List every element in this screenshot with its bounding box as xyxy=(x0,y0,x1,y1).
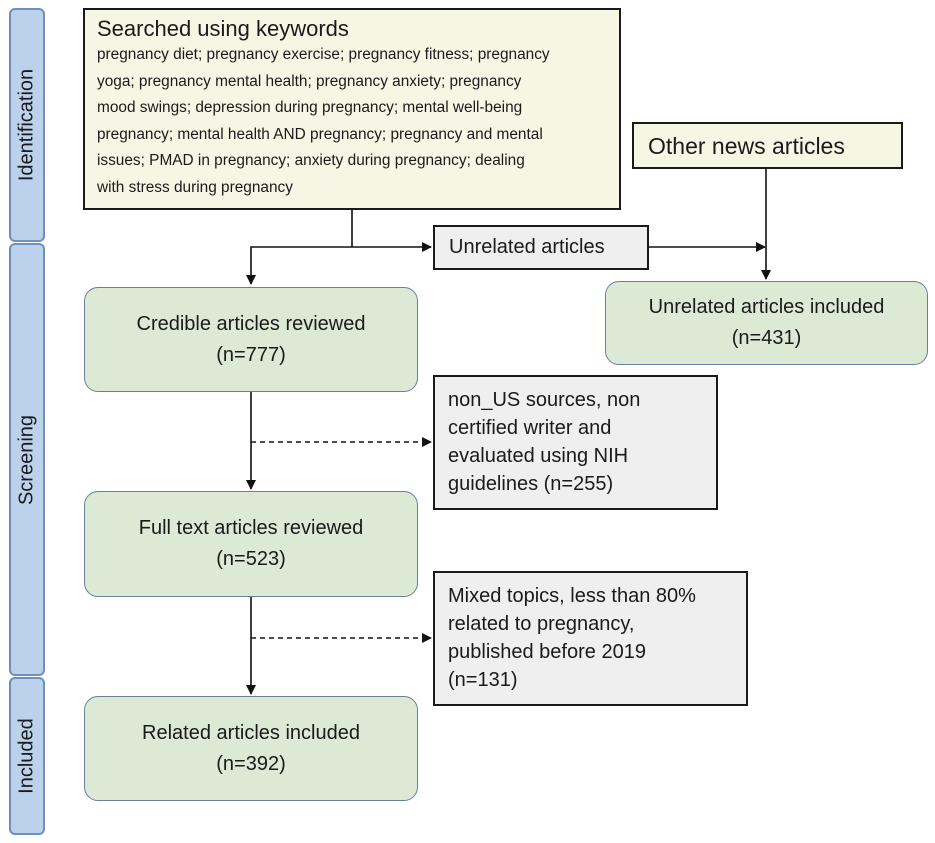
keyword-line: with stress during pregnancy xyxy=(97,178,293,196)
unrelated-articles-box: Unrelated articles xyxy=(433,225,649,270)
unrelated-articles-label: Unrelated articles xyxy=(449,236,605,258)
keyword-line: issues; PMAD in pregnancy; anxiety durin… xyxy=(97,152,525,169)
keyword-line: pregnancy diet; pregnancy exercise; preg… xyxy=(97,46,550,63)
other-news-box: Other news articles xyxy=(632,122,903,169)
full-text-articles-label: Full text articles reviewed xyxy=(138,517,364,539)
exclusion-box-1: non_US sources, non certified writer and… xyxy=(433,375,718,510)
unrelated-included-box: Unrelated articles included (n=431) xyxy=(605,281,928,365)
phase-screening: Screening xyxy=(9,243,45,676)
related-included-label: Related articles included xyxy=(142,721,360,744)
exclusion-1-text: non_US sources, non certified writer and… xyxy=(435,377,716,498)
exclusion-1-line: guidelines (n=255) xyxy=(448,473,614,495)
unrelated-included-label: Unrelated articles included xyxy=(648,296,885,318)
exclusion-2-line: (n=131) xyxy=(448,669,518,691)
exclusion-1-line: certified writer and xyxy=(448,417,612,439)
exclusion-2-line: Mixed topics, less than 80% xyxy=(448,585,696,607)
other-news-label: Other news articles xyxy=(648,133,845,159)
search-keywords-box: Searched using keywords pregnancy diet; … xyxy=(83,8,621,210)
full-text-articles-box: Full text articles reviewed (n=523) xyxy=(84,491,418,597)
unrelated-included-count: (n=431) xyxy=(731,327,802,349)
exclusion-2-line: related to pregnancy, xyxy=(448,613,635,635)
arrow-to-credible xyxy=(246,246,352,285)
credible-articles-count: (n=777) xyxy=(216,343,286,366)
credible-articles-box: Credible articles reviewed (n=777) xyxy=(84,287,418,392)
keyword-line: yoga; pregnancy mental health; pregnancy… xyxy=(97,72,522,90)
exclusion-box-2: Mixed topics, less than 80% related to p… xyxy=(433,571,748,706)
exclusion-2-text: Mixed topics, less than 80% related to p… xyxy=(435,573,746,694)
keyword-line: pregnancy; mental health AND pregnancy; … xyxy=(97,125,543,143)
exclusion-1-line: non_US sources, non xyxy=(448,389,641,411)
search-keywords-title: Searched using keywords xyxy=(97,16,349,41)
exclusion-1-line: evaluated using NIH xyxy=(448,445,629,467)
related-included-box: Related articles included (n=392) xyxy=(84,696,418,801)
phase-included: Included xyxy=(9,677,45,835)
keyword-line: mood swings; depression during pregnancy… xyxy=(97,99,523,116)
exclusion-2-line: published before 2019 xyxy=(448,641,646,663)
full-text-articles-count: (n=523) xyxy=(216,548,286,570)
phase-identification: Identification xyxy=(9,8,45,242)
credible-articles-label: Credible articles reviewed xyxy=(136,312,366,335)
search-keywords-list: pregnancy diet; pregnancy exercise; preg… xyxy=(97,42,611,201)
related-included-count: (n=392) xyxy=(216,752,286,775)
